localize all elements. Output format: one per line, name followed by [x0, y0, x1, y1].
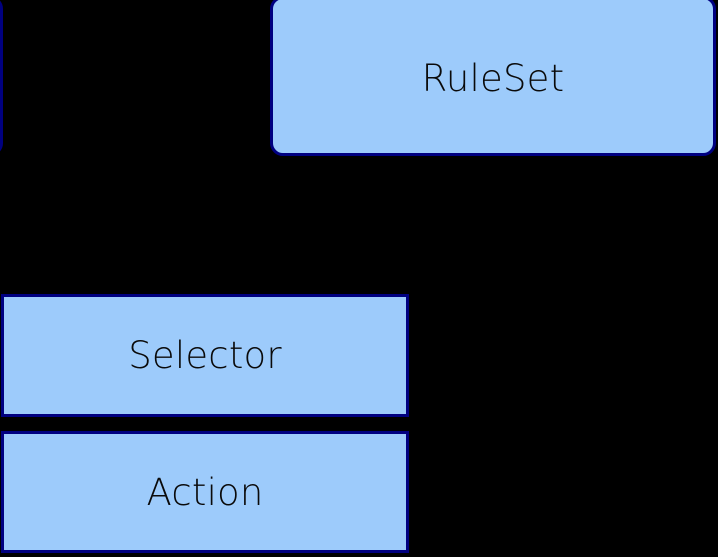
diagram-node-ruleset-label: RuleSet: [421, 56, 565, 100]
diagram-node-action-label: Action: [146, 470, 264, 514]
diagram-node-offscreen-left[interactable]: [0, 0, 3, 156]
diagram-node-action[interactable]: Action: [1, 431, 409, 553]
diagram-node-selector[interactable]: Selector: [1, 294, 409, 417]
diagram-node-ruleset[interactable]: RuleSet: [270, 0, 716, 156]
diagram-node-selector-label: Selector: [128, 334, 282, 377]
